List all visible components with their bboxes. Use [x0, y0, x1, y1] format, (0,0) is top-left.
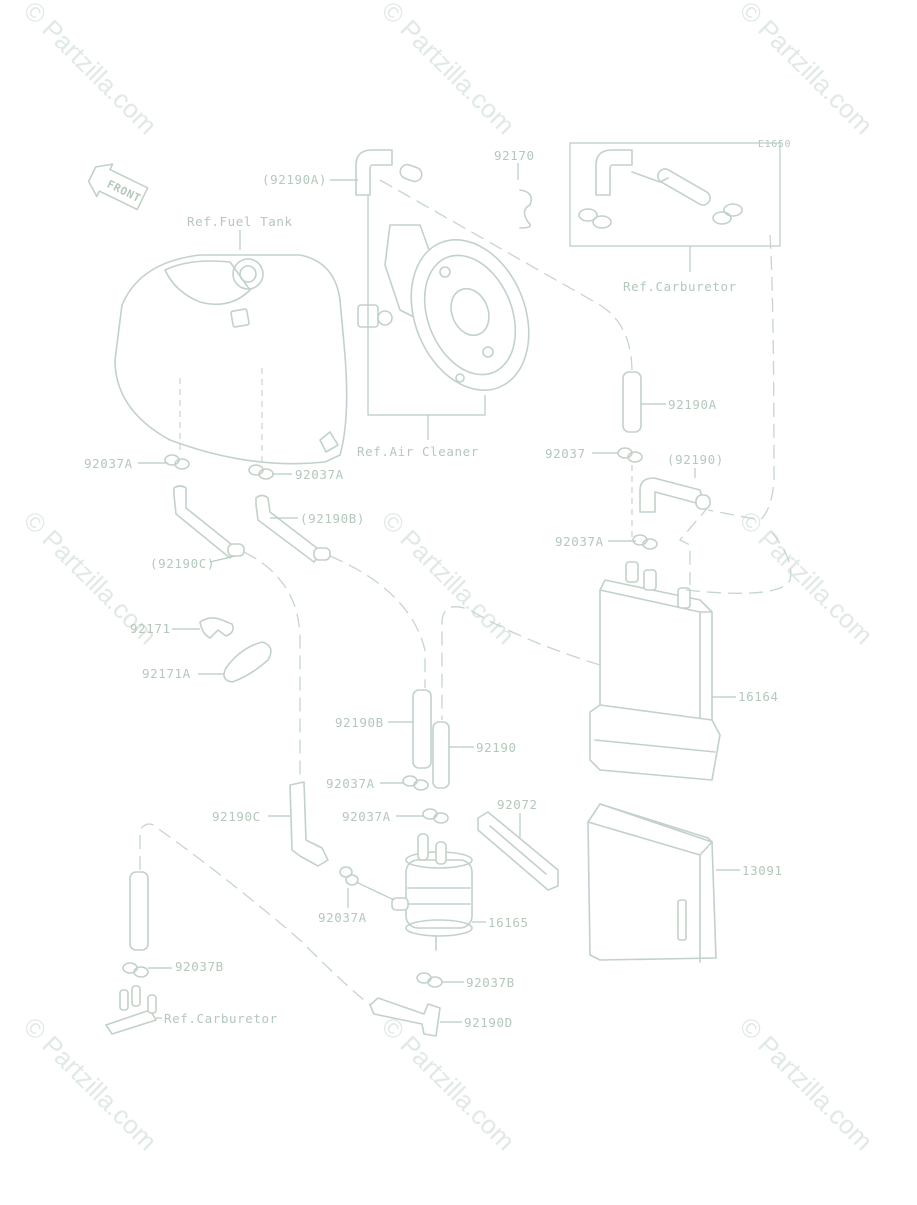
callout-92171A: 92171A	[142, 666, 191, 681]
callout-92190C-paren: (92190C)	[150, 556, 215, 571]
callout-92037A-lower1: 92037A	[326, 776, 375, 791]
air-cleaner	[357, 224, 530, 391]
callout-92190B: 92190B	[335, 715, 384, 730]
front-arrow-icon: FRONT	[87, 163, 149, 211]
callout-92037B-right: 92037B	[466, 975, 515, 990]
band-icon	[223, 641, 272, 683]
callout-16164: 16164	[738, 689, 779, 704]
callout-92190B-paren: (92190B)	[300, 511, 365, 526]
watermark: © Partzilla.com	[734, 505, 879, 650]
ref-fuel-tank: Ref.Fuel Tank	[187, 214, 293, 229]
clamp-icon	[416, 972, 443, 988]
callout-92072: 92072	[497, 797, 538, 812]
ref-carburetor-top: Ref.Carburetor	[623, 279, 737, 294]
clamp-icon	[339, 866, 359, 886]
callout-92190A: 92190A	[668, 397, 717, 412]
watermark: © Partzilla.com	[18, 1011, 163, 1156]
clamp-icon	[402, 775, 429, 791]
callout-92037A-left: 92037A	[84, 456, 133, 471]
callout-13091: 13091	[742, 863, 783, 878]
callout-92190C: 92190C	[212, 809, 261, 824]
watermarks: © Partzilla.com © Partzilla.com © Partzi…	[18, 0, 879, 1156]
watermark: © Partzilla.com	[18, 0, 163, 140]
watermark: © Partzilla.com	[734, 0, 879, 140]
clamp-icon	[632, 534, 658, 550]
clamp-icon	[122, 962, 149, 978]
charcoal-canister	[589, 561, 721, 781]
callout-92190D: 92190D	[464, 1015, 513, 1030]
clamp-icon	[617, 447, 643, 463]
fuel-filter	[391, 833, 473, 951]
clamp-icon	[422, 808, 449, 824]
callout-92037A-canister: 92037A	[555, 534, 604, 549]
clamp-icon	[164, 454, 190, 470]
fuel-tank	[114, 254, 348, 465]
clip-icon	[199, 617, 234, 639]
callout-92170: 92170	[494, 148, 535, 163]
callout-92037A-filter: 92037A	[318, 910, 367, 925]
canister-case	[587, 803, 717, 963]
clamp-icon	[248, 464, 274, 480]
callout-92037A-mid: 92037A	[295, 467, 344, 482]
carburetor-fitting	[105, 985, 157, 1035]
carburetor-inset	[578, 149, 743, 229]
callout-92037-top: 92037	[545, 446, 586, 461]
callout-92171: 92171	[130, 621, 171, 636]
ref-carburetor-bottom: Ref.Carburetor	[164, 1011, 278, 1026]
callout-92037B-left: 92037B	[175, 959, 224, 974]
clamp-icon	[578, 208, 612, 229]
clamp-icon	[712, 203, 743, 225]
callout-16165: 16165	[488, 915, 529, 930]
watermark: © Partzilla.com	[376, 505, 521, 650]
callout-92037A-lower2: 92037A	[342, 809, 391, 824]
watermark: © Partzilla.com	[376, 1011, 521, 1156]
diagram-code: E1650	[758, 139, 791, 150]
watermark: © Partzilla.com	[734, 1011, 879, 1156]
callout-92190-paren: (92190)	[667, 452, 724, 467]
ref-air-cleaner: Ref.Air Cleaner	[357, 444, 479, 459]
carburetor-inset-box	[569, 142, 781, 247]
watermark: © Partzilla.com	[376, 0, 521, 140]
callout-92190: 92190	[476, 740, 517, 755]
clip-icon	[519, 189, 533, 229]
callout-92190A-paren: (92190A)	[262, 172, 327, 187]
